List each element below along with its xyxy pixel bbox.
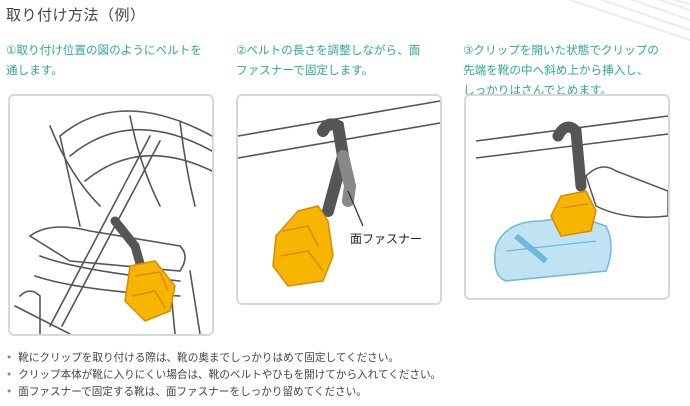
step-3-illustration	[464, 94, 670, 300]
stroller-drawing	[14, 110, 212, 334]
step-3-line-1: ③クリップを開いた状態でクリップの	[463, 43, 659, 57]
step-2-text: ②ベルトの長さを調整しながら、面 ファスナーで固定します。	[236, 40, 451, 80]
page-title: 取り付け方法（例）	[6, 6, 146, 24]
step-3-text: ③クリップを開いた状態でクリップの 先端を靴の中へ斜め上から挿入し、 しっかりは…	[463, 40, 678, 100]
notes-list: •靴にクリップを取り付ける際は、靴の奥までしっかりはめて固定してください。 •ク…	[6, 350, 441, 401]
step-1-text: ①取り付け位置の図のようにベルトを 通します。	[6, 40, 221, 80]
step-2-line-1: ②ベルトの長さを調整しながら、面	[236, 43, 421, 57]
shoe-drawing	[475, 115, 668, 282]
step-2-line-2: ファスナーで固定します。	[236, 63, 374, 77]
step-1-line-2: 通します。	[6, 63, 63, 77]
note-item: •クリップ本体が靴に入りにくい場合は、靴のベルトやひもを開けてから入れてください…	[6, 369, 442, 381]
shoe-icon	[494, 215, 612, 282]
step-3-line-3: しっかりはさんでとめます。	[463, 83, 612, 97]
step-2-illustration: 面ファスナー	[236, 94, 442, 305]
step-3-line-2: 先端を靴の中へ斜め上から挿入し、	[463, 63, 649, 77]
step-1-illustration	[8, 94, 214, 336]
clip-3-icon	[550, 190, 597, 237]
note-item: •面ファスナーで固定する靴は、面ファスナーをしっかり留めてください。	[6, 386, 367, 398]
step-1-line-1: ①取り付け位置の図のようにベルトを	[6, 43, 202, 57]
clip-1-icon	[124, 260, 176, 322]
velcro-callout-label: 面ファスナー	[350, 232, 422, 246]
note-item: •靴にクリップを取り付ける際は、靴の奥までしっかりはめて固定してください。	[6, 352, 399, 364]
clip-2-icon	[272, 205, 334, 287]
belt-drawing: 面ファスナー	[238, 100, 440, 287]
